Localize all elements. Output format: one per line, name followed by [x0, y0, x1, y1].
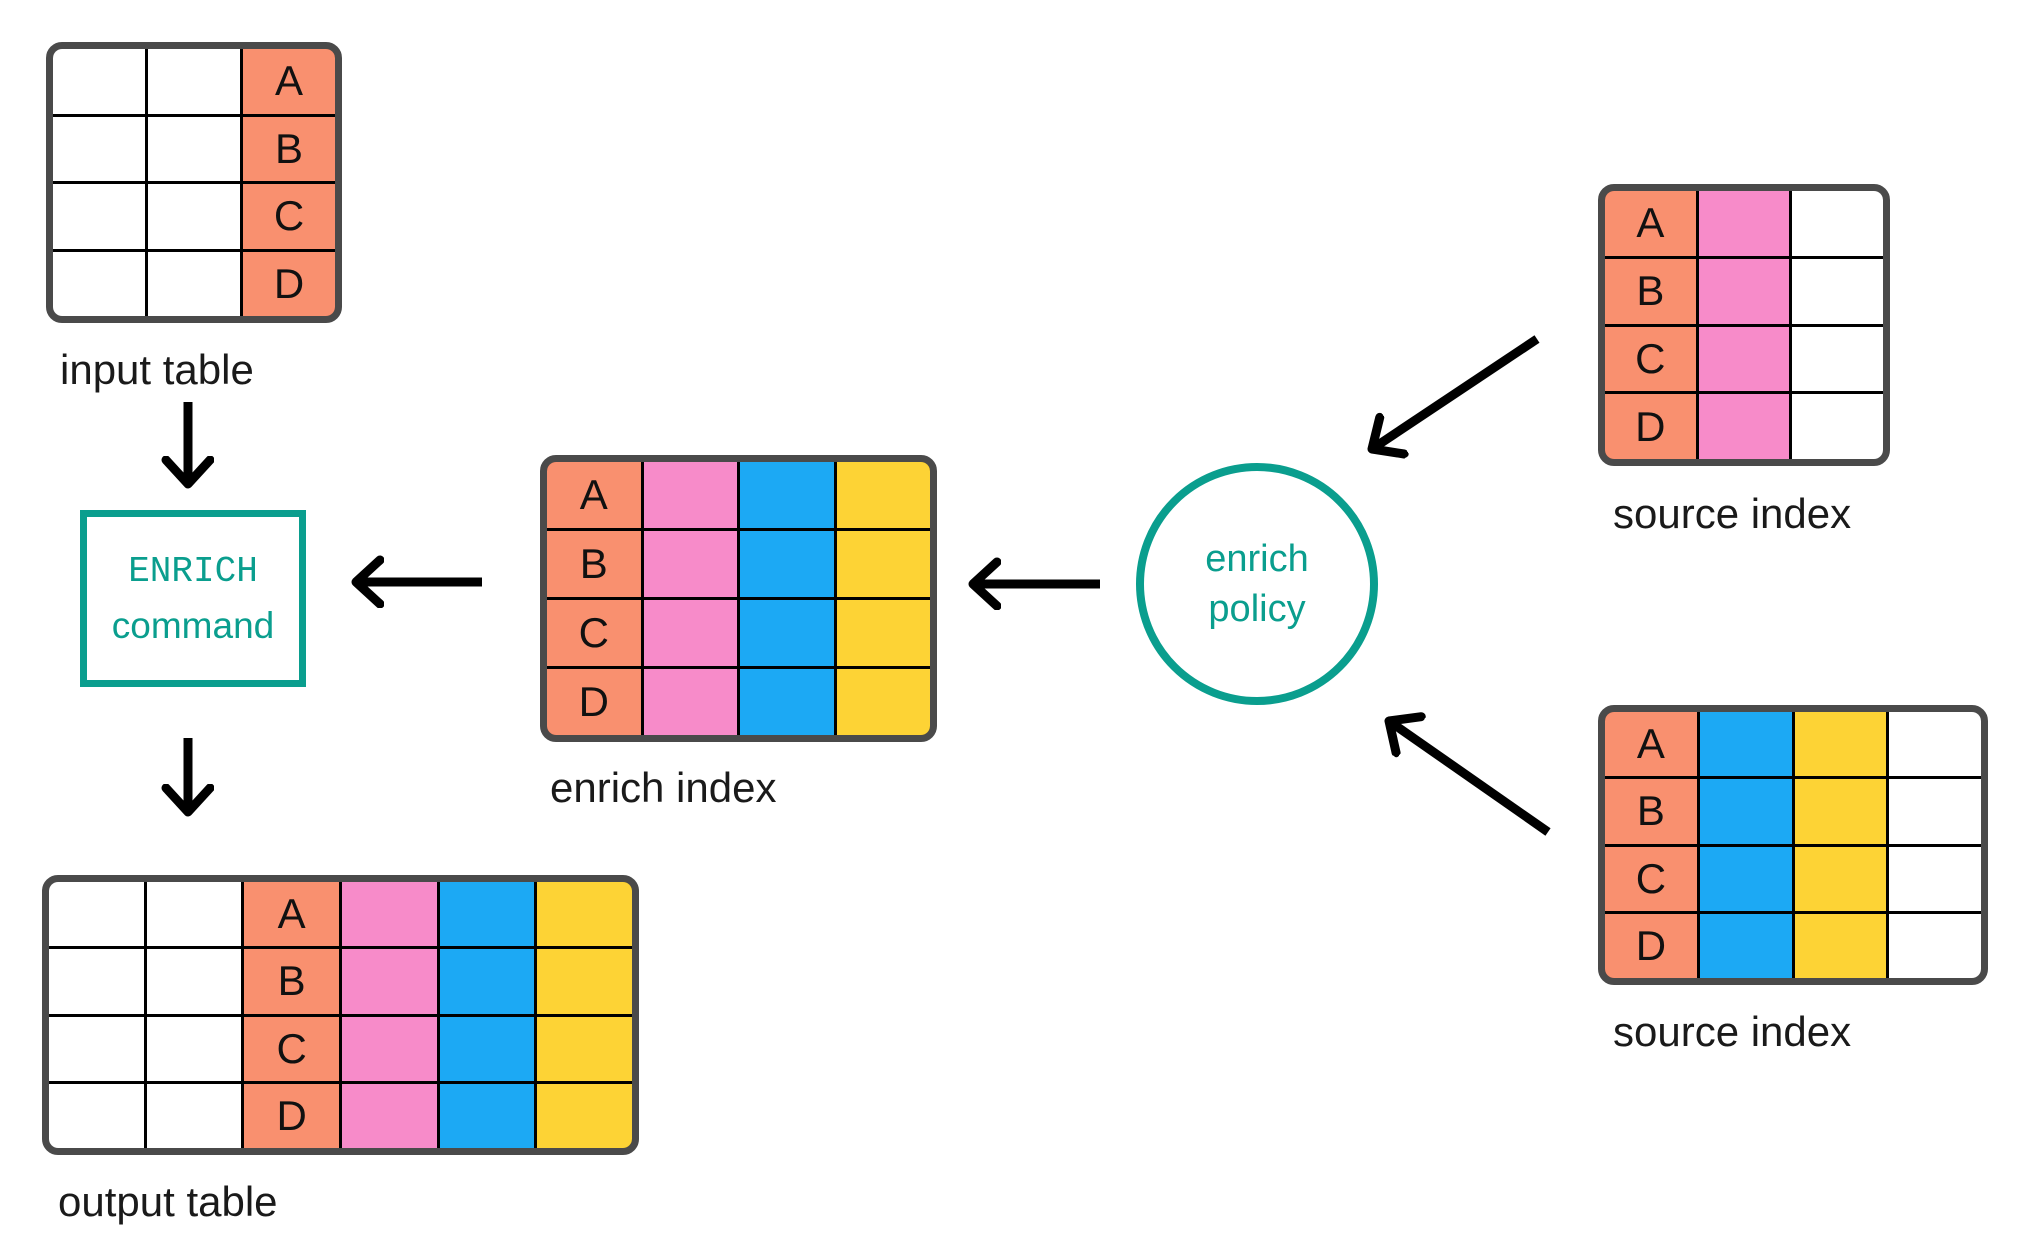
input-table: A B C D [46, 42, 342, 323]
cell [439, 949, 535, 1014]
cell [146, 949, 242, 1014]
enrich-command-line2: command [111, 604, 275, 646]
cell [53, 49, 145, 114]
key-cell: B [547, 531, 641, 597]
cell [740, 600, 834, 666]
key-cell: B [243, 116, 335, 181]
cell [1889, 779, 1981, 844]
cell [836, 531, 930, 597]
enrich-index-label: enrich index [550, 764, 777, 811]
enrich-command-node: ENRICH command [80, 510, 306, 687]
cell [1889, 913, 1981, 978]
cell [49, 1083, 144, 1148]
output-table-label: output table [58, 1178, 278, 1225]
key-cell: C [244, 1016, 339, 1081]
cell [836, 669, 930, 735]
arrow-source-index-top-to-enrich-policy [1372, 335, 1540, 449]
cell [148, 116, 240, 181]
enrich-policy-line2: policy [1208, 588, 1306, 630]
cell [643, 531, 737, 597]
cell [643, 600, 737, 666]
cell [1699, 846, 1792, 911]
key-cell: A [547, 462, 641, 528]
cell [740, 669, 834, 735]
key-cell: C [1605, 326, 1696, 392]
enrich-command-line1: ENRICH [128, 550, 258, 592]
source-index-bottom-table: A B C D [1598, 705, 1988, 985]
key-cell: A [1605, 191, 1696, 256]
cell [643, 462, 737, 528]
key-cell: B [1605, 258, 1696, 324]
cell [537, 1016, 632, 1081]
cell [1699, 913, 1792, 978]
cell [1699, 712, 1792, 777]
cell [740, 531, 834, 597]
cell [1698, 191, 1790, 256]
cell [1889, 846, 1981, 911]
cell [146, 1083, 242, 1148]
cell [1794, 779, 1887, 844]
key-cell: D [1605, 913, 1697, 978]
key-cell: D [244, 1083, 339, 1148]
cell [643, 669, 737, 735]
key-cell: D [547, 669, 641, 735]
source-index-top-label: source index [1613, 490, 1852, 537]
source-index-top-table: A B C D [1598, 184, 1890, 466]
cell [740, 462, 834, 528]
cell [341, 1016, 437, 1081]
cell [1889, 712, 1981, 777]
source-index-bottom-label: source index [1613, 1008, 1852, 1055]
cell [341, 882, 437, 947]
cell [537, 882, 632, 947]
cell [49, 949, 144, 1014]
cell [148, 251, 240, 316]
cell [53, 184, 145, 249]
cell [1792, 394, 1883, 459]
cell [148, 184, 240, 249]
key-cell: A [1605, 712, 1697, 777]
cell [341, 1083, 437, 1148]
cell [439, 882, 535, 947]
key-cell: D [1605, 394, 1696, 459]
cell [53, 251, 145, 316]
key-cell: B [1605, 779, 1697, 844]
cell [836, 600, 930, 666]
arrow-source-index-bottom-to-enrich-policy [1389, 721, 1551, 836]
enrich-index-table: A B C D [540, 455, 937, 742]
key-cell: C [1605, 846, 1697, 911]
cell [49, 1016, 144, 1081]
input-table-label: input table [60, 346, 254, 393]
cell [439, 1016, 535, 1081]
cell [53, 116, 145, 181]
key-cell: C [547, 600, 641, 666]
cell [1794, 846, 1887, 911]
key-cell: B [244, 949, 339, 1014]
key-cell: A [243, 49, 335, 114]
cell [439, 1083, 535, 1148]
cell [1792, 191, 1883, 256]
key-cell: C [243, 184, 335, 249]
cell [1699, 779, 1792, 844]
cell [1698, 258, 1790, 324]
cell [49, 882, 144, 947]
key-cell: A [244, 882, 339, 947]
enrich-policy-node: enrich policy [1136, 463, 1378, 705]
key-cell: D [243, 251, 335, 316]
cell [1794, 712, 1887, 777]
cell [1792, 258, 1883, 324]
cell [836, 462, 930, 528]
output-table: A B C D [42, 875, 639, 1155]
cell [148, 49, 240, 114]
cell [1698, 394, 1790, 459]
cell [1698, 326, 1790, 392]
cell [1794, 913, 1887, 978]
cell [537, 1083, 632, 1148]
enrich-policy-line1: enrich [1205, 538, 1309, 580]
cell [537, 949, 632, 1014]
cell [1792, 326, 1883, 392]
cell [341, 949, 437, 1014]
cell [146, 882, 242, 947]
cell [146, 1016, 242, 1081]
